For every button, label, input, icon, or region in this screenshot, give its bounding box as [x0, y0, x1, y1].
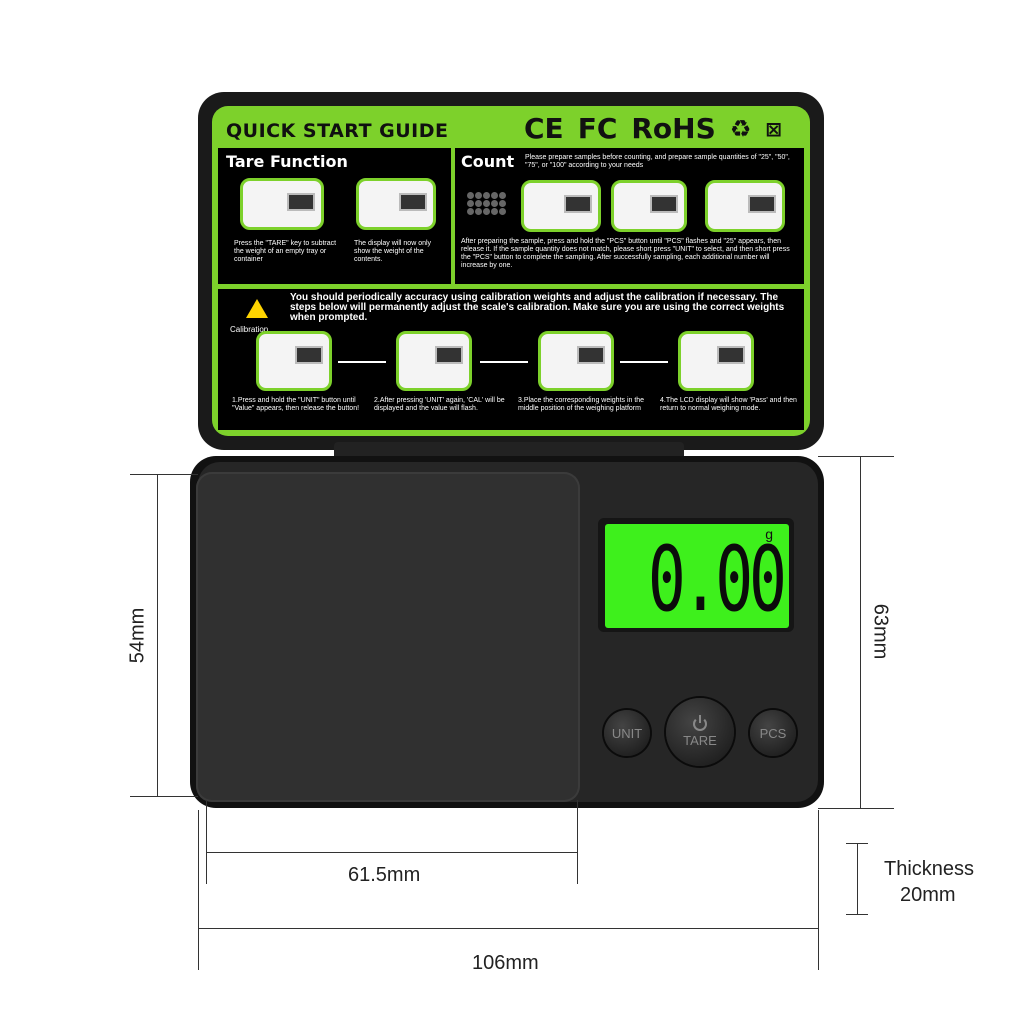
- power-icon: [693, 714, 707, 731]
- count-panel: Count Please prepare samples before coun…: [455, 148, 804, 284]
- certification-marks: CE FC RoHS ♻ ⊠: [524, 112, 782, 145]
- dimension-tick: [818, 456, 894, 457]
- dimension-line-thickness: [857, 843, 858, 914]
- count-heading: Count: [461, 152, 515, 171]
- platform-height-label: 54mm: [126, 607, 149, 664]
- dimension-line-platform-height: [157, 474, 158, 796]
- calibration-illustration-4: [678, 331, 754, 391]
- dimension-tick: [846, 914, 868, 915]
- count-illustration-1: [521, 180, 601, 232]
- calibration-illustration-3: [538, 331, 614, 391]
- count-intro: Please prepare samples before counting, …: [525, 154, 790, 169]
- arrow-icon: [480, 361, 528, 363]
- total-height-label: 63mm: [869, 603, 892, 660]
- dimension-tick: [206, 800, 207, 884]
- count-illustration-3: [705, 180, 785, 232]
- pcs-button[interactable]: PCS: [750, 710, 796, 756]
- dimension-line-platform-width: [206, 852, 577, 853]
- dimension-tick: [130, 474, 198, 475]
- calibration-illustration-2: [396, 331, 472, 391]
- sample-beads-icon: [467, 192, 506, 215]
- ce-mark: CE: [524, 112, 564, 145]
- dimension-line-total-width: [198, 928, 818, 929]
- dimension-line-total-height: [860, 456, 861, 808]
- tare-illustration-1: [240, 178, 324, 230]
- unit-button[interactable]: UNIT: [604, 710, 650, 756]
- calibration-illustration-1: [256, 331, 332, 391]
- tare-illustration-2: [356, 178, 436, 230]
- dimension-tick: [198, 810, 199, 970]
- lcd-unit: g: [765, 526, 773, 542]
- calibration-label: Calibration: [230, 325, 269, 334]
- pcs-button-label: PCS: [759, 725, 787, 741]
- tare-button[interactable]: TARE: [666, 698, 734, 766]
- dimension-tick: [577, 800, 578, 884]
- tare-step-1: Press the "TARE" key to subtract the wei…: [234, 240, 337, 263]
- calibration-step-3: 3.Place the corresponding weights in the…: [518, 397, 645, 412]
- thickness-value: 20mm: [900, 884, 956, 906]
- warning-icon: [246, 299, 268, 318]
- tare-button-label: TARE: [683, 732, 717, 748]
- dimension-tick: [818, 808, 894, 809]
- calibration-step-4: 4.The LCD display will show 'Pass' and t…: [660, 397, 797, 412]
- count-illustration-2: [611, 180, 687, 232]
- dimension-tick: [818, 810, 819, 970]
- quick-start-guide: QUICK START GUIDE CE FC RoHS ♻ ⊠ Tare Fu…: [212, 106, 810, 436]
- unit-button-label: UNIT: [611, 725, 643, 741]
- recycle-icon: ♻: [729, 114, 752, 143]
- calibration-intro: You should periodically accuracy using c…: [290, 292, 785, 323]
- fc-mark: FC: [577, 112, 618, 145]
- tare-step-2: The display will now only show the weigh…: [354, 240, 432, 263]
- weighing-platform: [196, 472, 580, 802]
- tare-heading: Tare Function: [226, 152, 348, 171]
- scale-lid: QUICK START GUIDE CE FC RoHS ♻ ⊠ Tare Fu…: [198, 92, 824, 450]
- calibration-step-1: 1.Press and hold the "UNIT" button until…: [232, 397, 360, 412]
- count-instructions: After preparing the sample, press and ho…: [461, 238, 790, 269]
- calibration-step-2: 2.After pressing 'UNIT' again, 'CAL' wil…: [374, 397, 505, 412]
- platform-width-label: 61.5mm: [348, 864, 421, 886]
- total-width-label: 106mm: [472, 952, 539, 974]
- dimension-tick: [130, 796, 198, 797]
- weee-bin-icon: ⊠: [765, 116, 783, 141]
- thickness-label: Thickness: [884, 858, 975, 880]
- calibration-panel: Calibration You should periodically accu…: [218, 289, 804, 430]
- lcd-value: 0.00: [648, 527, 787, 632]
- lcd-display: g 0.00: [605, 524, 789, 628]
- guide-title: QUICK START GUIDE: [226, 120, 449, 142]
- rohs-mark: RoHS: [631, 112, 716, 145]
- tare-panel: Tare Function Press the "TARE" key to su…: [218, 148, 451, 284]
- arrow-icon: [620, 361, 668, 363]
- arrow-icon: [338, 361, 386, 363]
